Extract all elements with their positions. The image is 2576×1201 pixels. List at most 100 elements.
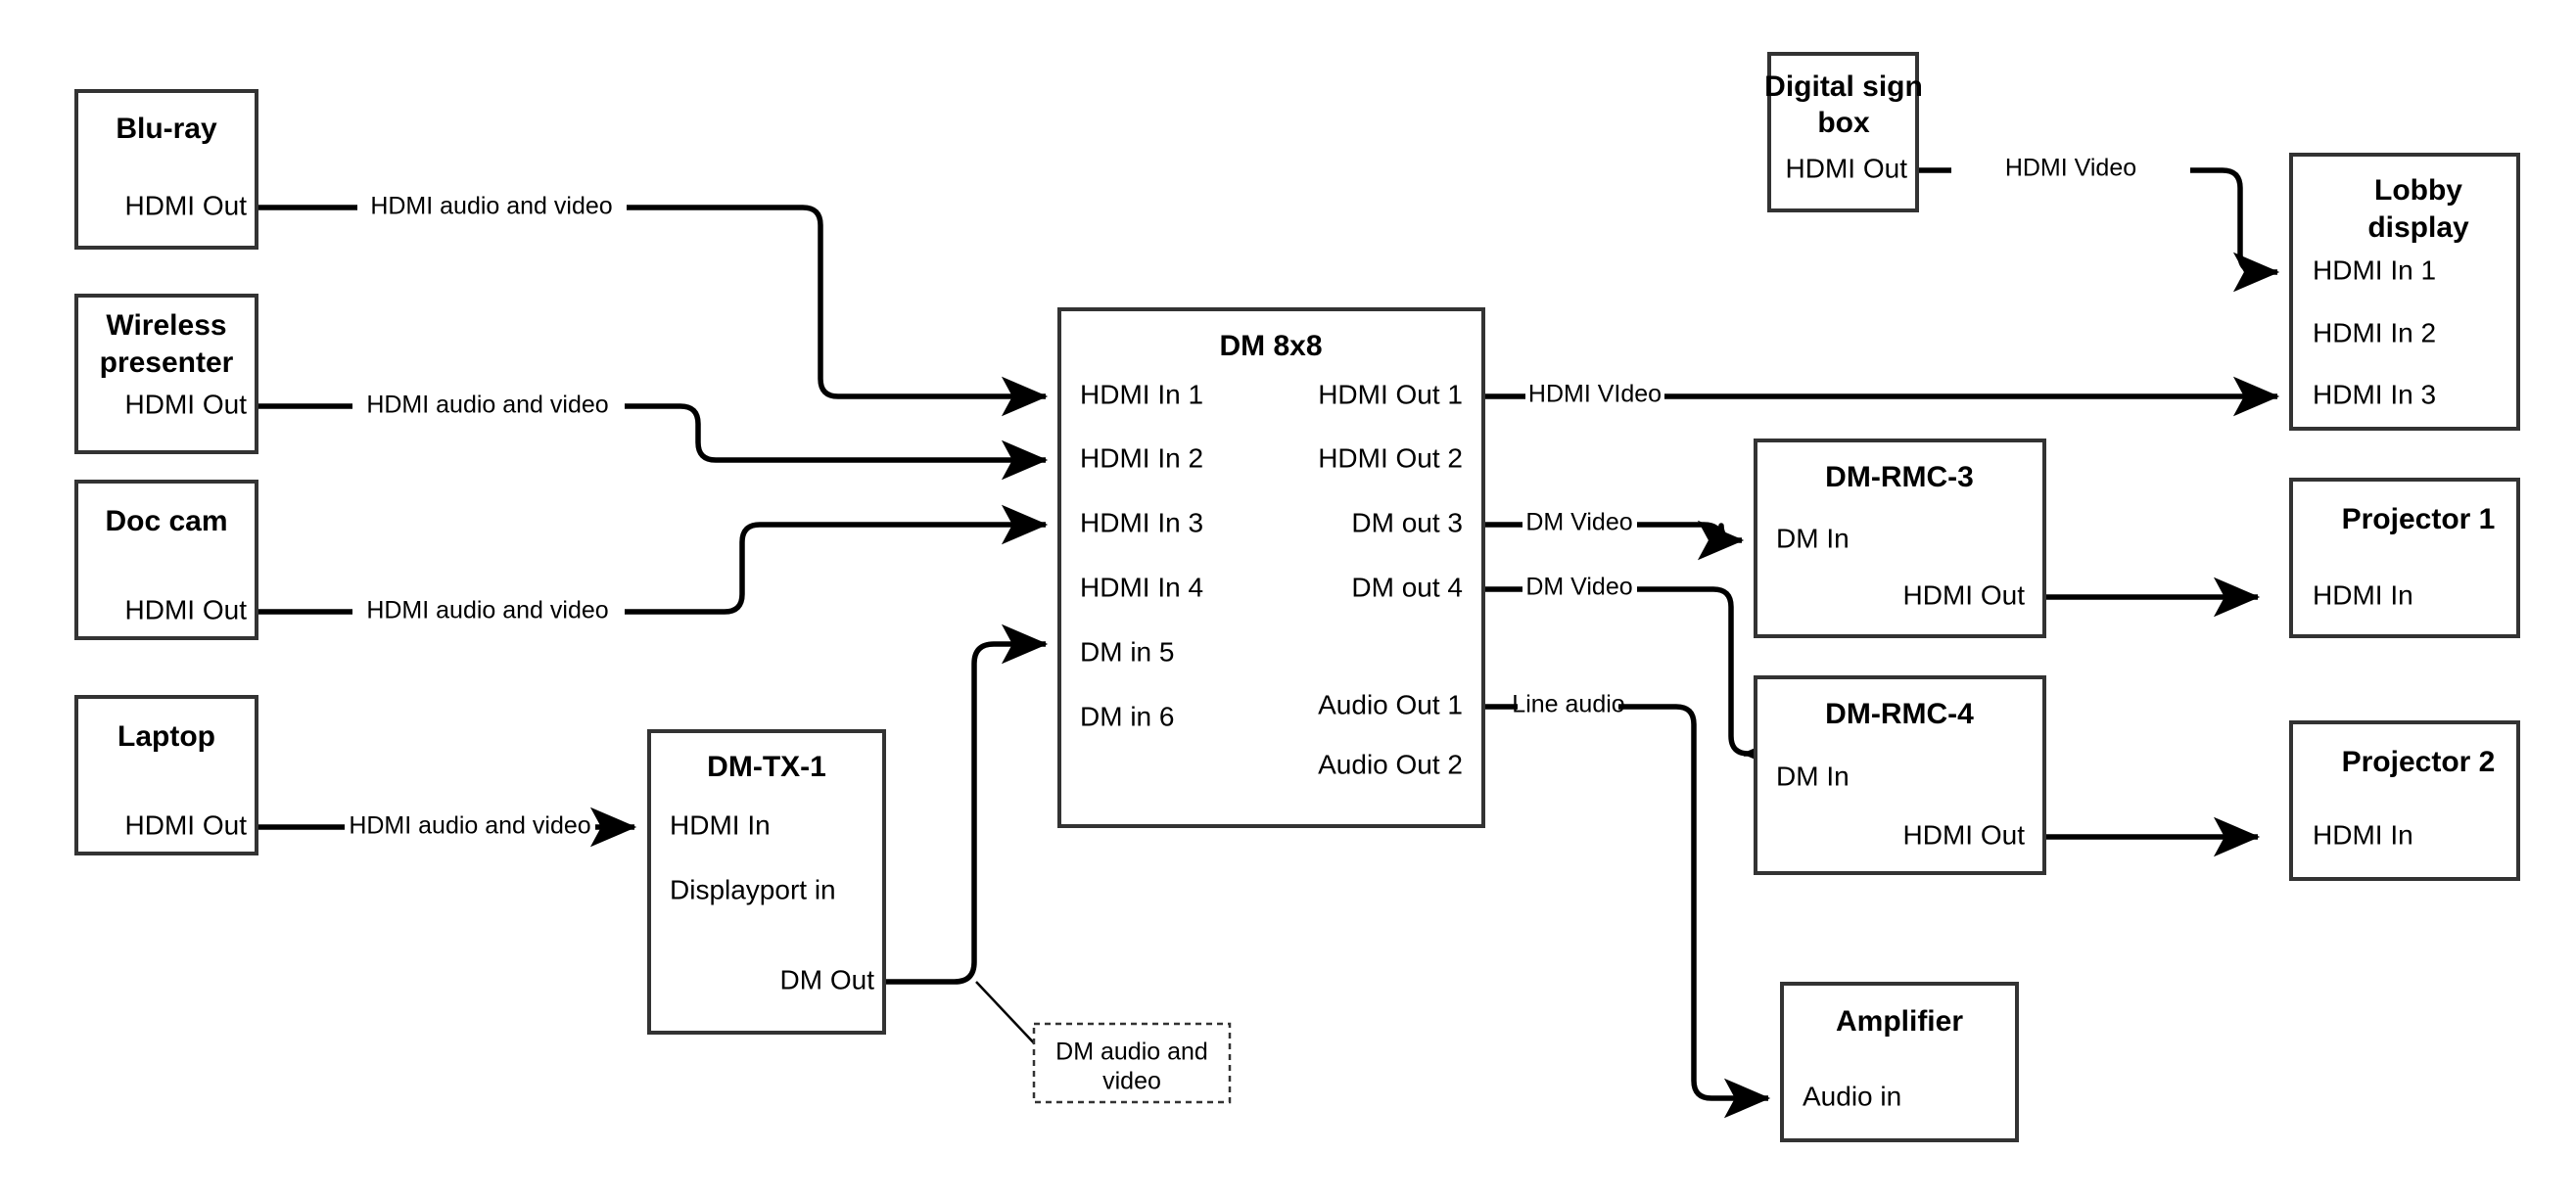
wire-sign-to-lobby bbox=[2190, 167, 2280, 293]
connection-dm88-out4-to-rmc4: DM Video bbox=[1483, 574, 1789, 774]
port-dm88-dm-out-4: DM out 4 bbox=[1351, 572, 1463, 602]
node-dm-8x8-title: DM 8x8 bbox=[1219, 330, 1322, 362]
wire-label-dm-video-out3: DM Video bbox=[1525, 509, 1632, 536]
connection-dm88-audio1-to-amp: Line audio bbox=[1483, 691, 1771, 1119]
node-digital-sign-box-title-line1: Digital sign bbox=[1764, 70, 1923, 103]
port-dmtx-displayport-in: Displayport in bbox=[670, 874, 836, 904]
node-lobby-display-title-line1: Lobby bbox=[2374, 174, 2462, 207]
port-dm88-dm-out-3: DM out 3 bbox=[1351, 507, 1463, 537]
node-blu-ray[interactable]: Blu-ray HDMI Out bbox=[74, 89, 258, 250]
port-proj1-hdmi-in: HDMI In bbox=[2313, 579, 2413, 610]
connection-sign-to-lobby-in1: HDMI Video bbox=[1917, 155, 2280, 293]
port-dm88-hdmi-out-1: HDMI Out 1 bbox=[1318, 379, 1463, 409]
port-dm88-audio-out-1: Audio Out 1 bbox=[1318, 689, 1463, 719]
node-laptop-title: Laptop bbox=[117, 720, 215, 753]
port-dm88-hdmi-out-2: HDMI Out 2 bbox=[1318, 442, 1463, 473]
node-amplifier-title: Amplifier bbox=[1836, 1005, 1963, 1038]
node-wireless-presenter-title-line1: Wireless bbox=[106, 309, 226, 342]
node-dm-rmc-4-title: DM-RMC-4 bbox=[1825, 698, 1974, 730]
node-doc-cam-title: Doc cam bbox=[105, 505, 227, 537]
callout-dm-audio-video-line2: video bbox=[1102, 1068, 1161, 1095]
node-doc-cam-box[interactable] bbox=[74, 480, 258, 640]
port-blu-ray-hdmi-out: HDMI Out bbox=[125, 190, 248, 220]
port-dm88-hdmi-in-3: HDMI In 3 bbox=[1080, 507, 1203, 537]
wire-label-bluray: HDMI audio and video bbox=[370, 193, 612, 220]
node-dm-tx-1-title: DM-TX-1 bbox=[707, 751, 826, 783]
node-dm-tx-1-box[interactable] bbox=[647, 729, 886, 1035]
node-dm-rmc-3-box[interactable] bbox=[1754, 439, 2046, 638]
connection-bluray-to-dm88-in1: HDMI audio and video bbox=[257, 193, 1049, 417]
port-dm88-hdmi-in-4: HDMI In 4 bbox=[1080, 572, 1203, 602]
wire-label-hdmi-video-out1: HDMI VIdeo bbox=[1528, 381, 1662, 408]
connection-dm88-out3-to-rmc3: DM Video bbox=[1483, 509, 1745, 561]
node-dm-rmc-3-title: DM-RMC-3 bbox=[1825, 461, 1974, 493]
node-projector-1[interactable]: Projector 1 HDMI In bbox=[2289, 478, 2520, 638]
wire-label-line-audio: Line audio bbox=[1512, 691, 1624, 718]
node-blu-ray-title: Blu-ray bbox=[116, 113, 217, 145]
node-doc-cam[interactable]: Doc cam HDMI Out bbox=[74, 480, 258, 640]
wire-label-wireless: HDMI audio and video bbox=[366, 392, 608, 419]
callout-dm-audio-video-box bbox=[1032, 1022, 1232, 1104]
node-amplifier-box[interactable] bbox=[1780, 982, 2019, 1142]
wire-bluray-to-dm88 bbox=[627, 205, 1049, 417]
node-dm-rmc-4[interactable]: DM-RMC-4 DM In HDMI Out bbox=[1754, 675, 2046, 875]
port-dm88-dm-in-5: DM in 5 bbox=[1080, 636, 1174, 667]
node-digital-sign-box-box[interactable] bbox=[1767, 52, 1919, 212]
node-laptop-box[interactable] bbox=[74, 695, 258, 855]
node-wireless-presenter[interactable]: Wireless presenter HDMI Out bbox=[74, 294, 258, 454]
port-wireless-hdmi-out: HDMI Out bbox=[125, 389, 248, 419]
node-blu-ray-box[interactable] bbox=[74, 89, 258, 250]
node-lobby-display-box[interactable] bbox=[2289, 153, 2520, 431]
node-lobby-display[interactable]: Lobby display HDMI In 1 HDMI In 2 HDMI I… bbox=[2289, 153, 2520, 431]
port-amp-audio-in: Audio in bbox=[1803, 1081, 1901, 1111]
port-doccam-hdmi-out: HDMI Out bbox=[125, 594, 248, 624]
port-dm88-audio-out-2: Audio Out 2 bbox=[1318, 749, 1463, 779]
wire-label-sign-hdmi-video: HDMI Video bbox=[2005, 155, 2136, 182]
port-lobby-hdmi-in-3: HDMI In 3 bbox=[2313, 379, 2436, 409]
connection-laptop-to-dmtx: HDMI audio and video bbox=[257, 807, 637, 848]
wire-label-doccam: HDMI audio and video bbox=[366, 597, 608, 624]
node-dm-rmc-4-box[interactable] bbox=[1754, 675, 2046, 875]
callout-dm-audio-video-line1: DM audio and bbox=[1055, 1039, 1208, 1066]
connection-dm88-out1-to-lobby-in3: HDMI VIdeo bbox=[1483, 376, 2280, 417]
wire-label-dm-video-out4: DM Video bbox=[1525, 574, 1632, 601]
port-dm88-hdmi-in-2: HDMI In 2 bbox=[1080, 442, 1203, 473]
node-projector-1-title: Projector 1 bbox=[2342, 503, 2496, 535]
port-dmtx-dm-out: DM Out bbox=[780, 964, 875, 994]
node-dm-8x8[interactable]: DM 8x8 HDMI In 1 HDMI In 2 HDMI In 3 HDM… bbox=[1057, 307, 1485, 828]
wire-out3-to-rmc3 bbox=[1637, 520, 1745, 561]
port-rmc4-hdmi-out: HDMI Out bbox=[1903, 819, 2026, 850]
wire-label-laptop: HDMI audio and video bbox=[349, 812, 590, 840]
port-dmtx-hdmi-in: HDMI In bbox=[670, 809, 771, 840]
connection-dmtx-to-dm88-in5 bbox=[884, 624, 1049, 1050]
port-lobby-hdmi-in-1: HDMI In 1 bbox=[2313, 254, 2436, 285]
port-rmc3-hdmi-out: HDMI Out bbox=[1903, 579, 2026, 610]
node-digital-sign-box[interactable]: Digital sign box HDMI Out bbox=[1764, 52, 1923, 212]
node-dm-tx-1[interactable]: DM-TX-1 HDMI In Displayport in DM Out bbox=[647, 729, 886, 1035]
node-projector-2-box[interactable] bbox=[2289, 720, 2520, 881]
callout-dm-audio-and-video: DM audio and video bbox=[1032, 1022, 1232, 1104]
node-digital-sign-box-title-line2: box bbox=[1817, 107, 1870, 139]
node-projector-2[interactable]: Projector 2 HDMI In bbox=[2289, 720, 2520, 881]
port-rmc4-dm-in: DM In bbox=[1776, 761, 1850, 791]
port-proj2-hdmi-in: HDMI In bbox=[2313, 819, 2413, 850]
node-lobby-display-title-line2: display bbox=[2367, 211, 2469, 244]
node-projector-2-title: Projector 2 bbox=[2342, 746, 2496, 778]
node-wireless-presenter-box[interactable] bbox=[74, 294, 258, 454]
port-dm88-dm-in-6: DM in 6 bbox=[1080, 701, 1174, 731]
wire-dmtx-to-dm88 bbox=[884, 624, 1049, 985]
port-sign-hdmi-out: HDMI Out bbox=[1786, 153, 1908, 183]
node-laptop[interactable]: Laptop HDMI Out bbox=[74, 695, 258, 855]
wire-callout-leader bbox=[975, 981, 1041, 1050]
node-dm-8x8-box[interactable] bbox=[1057, 307, 1485, 828]
port-dm88-hdmi-in-1: HDMI In 1 bbox=[1080, 379, 1203, 409]
connection-doccam-to-dm88-in3: HDMI audio and video bbox=[257, 504, 1049, 624]
port-lobby-hdmi-in-2: HDMI In 2 bbox=[2313, 317, 2436, 347]
node-amplifier[interactable]: Amplifier Audio in bbox=[1780, 982, 2019, 1142]
port-rmc3-dm-in: DM In bbox=[1776, 523, 1850, 553]
node-dm-rmc-3[interactable]: DM-RMC-3 DM In HDMI Out bbox=[1754, 439, 2046, 638]
node-projector-1-box[interactable] bbox=[2289, 478, 2520, 638]
wire-audio1-to-amp bbox=[1618, 704, 1771, 1119]
